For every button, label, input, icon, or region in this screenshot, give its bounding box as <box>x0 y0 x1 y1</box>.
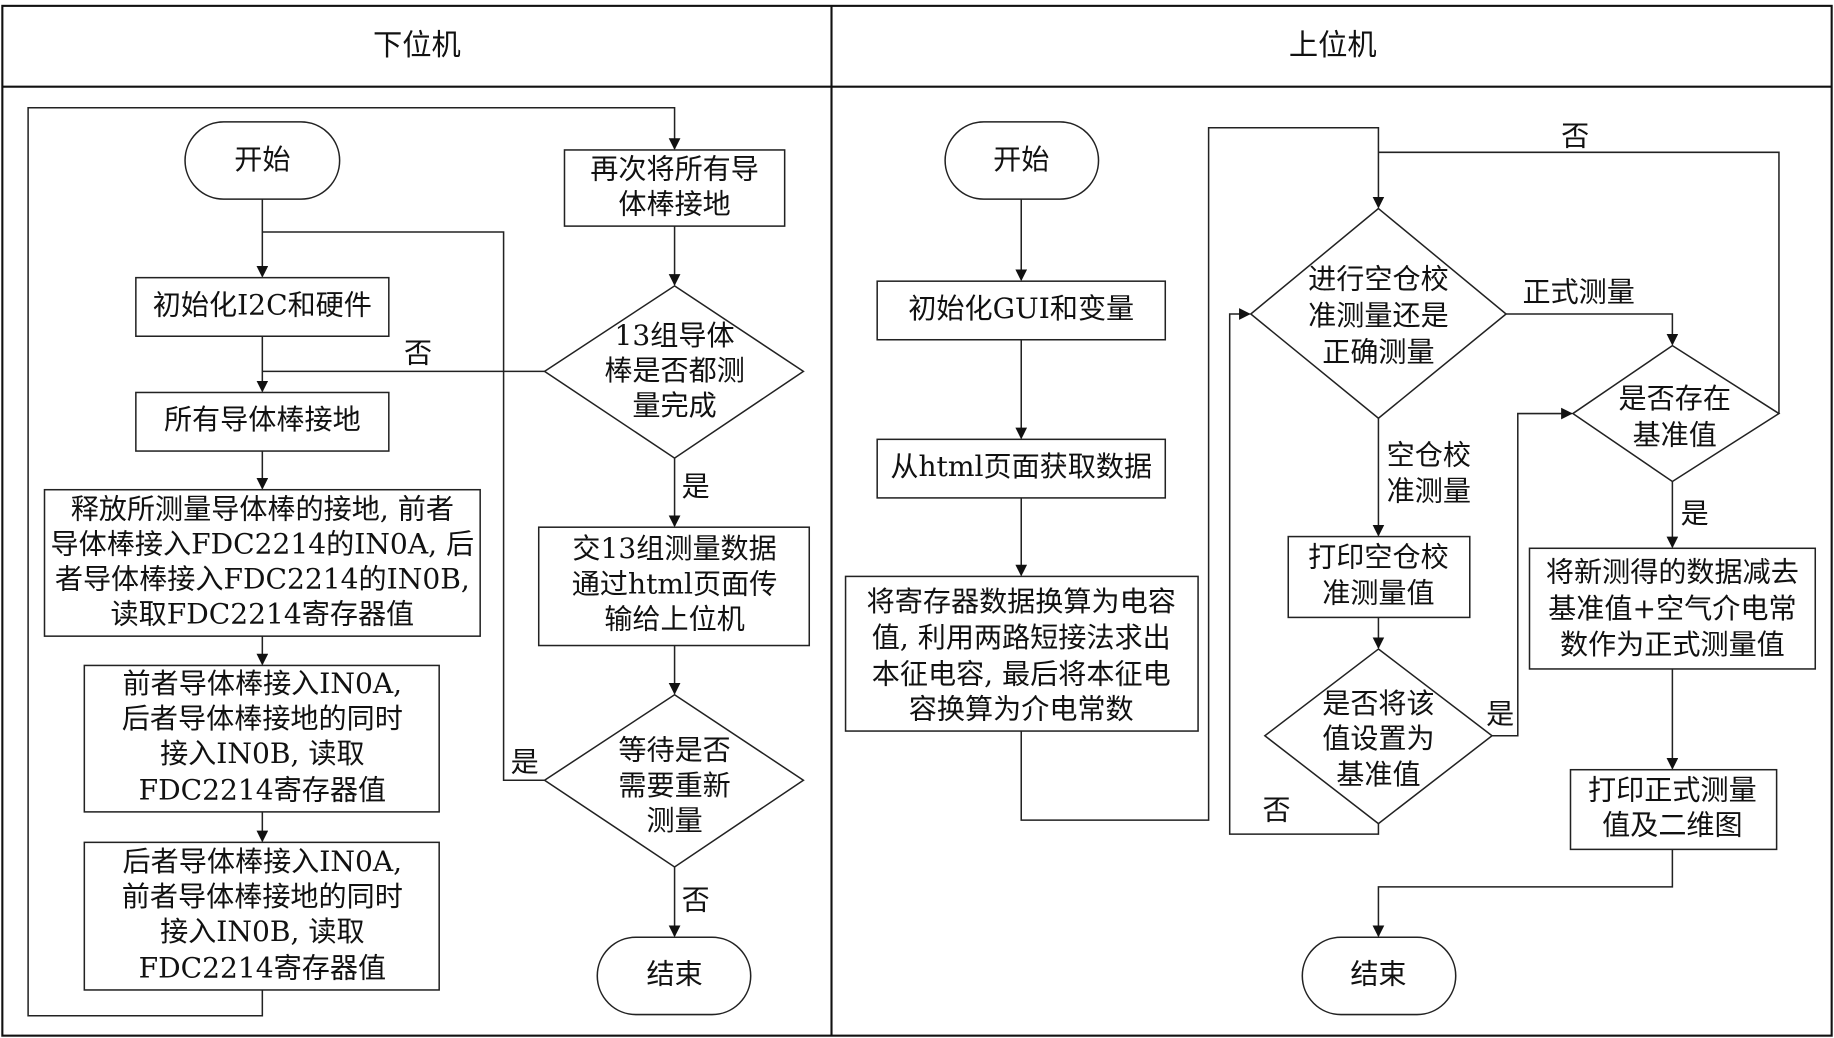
left-end-node <box>596 936 752 1016</box>
lane-header-lower: 下位机 <box>373 28 461 62</box>
label-empty-line: 准测量 <box>1387 475 1471 508</box>
text-line: 数作为正式测量值 <box>1560 628 1785 661</box>
right-init-box <box>876 280 1167 341</box>
text-line: 值, 利用两路短接法求出 <box>872 621 1171 654</box>
text-line: 前者导体棒接入IN0A, <box>123 667 403 700</box>
text-line: 读取FDC2214寄存器值 <box>110 598 414 631</box>
text-line: 是否将该 <box>1322 687 1434 720</box>
text-line: 正确测量 <box>1322 335 1434 368</box>
text-line: 导体棒接入FDC2214的IN0A, 后 <box>51 527 475 560</box>
text-line: 通过html页面传 <box>572 567 778 600</box>
right-end-node <box>1301 936 1457 1016</box>
right-print-formal-box <box>1569 768 1778 851</box>
text-line: 基准值 <box>1633 418 1717 451</box>
right-init-label: 初始化GUI和变量 <box>908 292 1134 325</box>
formal-connector <box>1506 313 1679 346</box>
label-yes: 是 <box>1681 497 1709 530</box>
outer-frame <box>1 4 1833 1037</box>
left-ground-label: 所有导体棒接地 <box>164 403 361 436</box>
label-formal: 正式测量 <box>1522 276 1634 309</box>
text-line: 容换算为介电常数 <box>909 693 1134 726</box>
left-init-label: 初始化I2C和硬件 <box>153 288 372 321</box>
left-reground-box <box>563 149 786 227</box>
text-line: 输给上位机 <box>604 602 745 635</box>
text-line: 接入IN0B, 读取 <box>160 915 365 948</box>
text-line: 等待是否 <box>618 734 730 767</box>
text-line: 释放所测量导体棒的接地, 前者 <box>71 492 454 525</box>
right-start-label: 开始 <box>993 143 1049 176</box>
label-empty-line: 空仓校 <box>1387 438 1471 471</box>
text-line: 值及二维图 <box>1602 809 1743 842</box>
text-line: 测量 <box>646 804 702 837</box>
text-line: 准测量值 <box>1322 577 1434 610</box>
right-print-empty-box <box>1287 535 1471 619</box>
label-no: 否 <box>682 884 710 917</box>
label-yes: 是 <box>1486 697 1514 730</box>
right-compute-box <box>1528 547 1817 670</box>
text-line: 13组导体 <box>615 319 735 352</box>
text-line: 后者导体棒接入IN0A, <box>123 845 403 878</box>
yes-connector <box>1492 407 1573 737</box>
left-release-box <box>43 488 481 637</box>
text-line: 需要重新 <box>618 769 730 802</box>
label-yes: 是 <box>511 745 539 778</box>
label-no: 否 <box>1561 120 1589 153</box>
left-init-box <box>135 276 390 337</box>
text-line: 接入IN0B, 读取 <box>160 737 365 770</box>
left-ground-box <box>135 391 390 452</box>
right-lane: 开始 初始化GUI和变量 从html页面获取数据 将寄存器数据换算为电容 值, … <box>844 120 1817 1016</box>
connector <box>1020 126 1385 821</box>
text-line: 再次将所有导 <box>590 153 759 186</box>
left-step3-box <box>83 841 440 991</box>
label-no: 否 <box>1262 793 1290 826</box>
label-yes: 是 <box>682 470 710 503</box>
left-send-box <box>537 526 811 647</box>
text-line: 准测量还是 <box>1308 299 1449 332</box>
text-line: 将新测得的数据减去 <box>1546 556 1799 589</box>
text-line: 打印正式测量 <box>1588 773 1757 806</box>
text-line: 基准值 <box>1336 758 1420 791</box>
text-line: 将寄存器数据换算为电容 <box>867 585 1176 618</box>
no-connector <box>1378 151 1780 414</box>
right-fetch-box <box>876 438 1167 499</box>
connector <box>1372 849 1674 938</box>
text-line: 前者导体棒接地的同时 <box>122 880 403 913</box>
text-line: 棒是否都测 <box>604 354 745 387</box>
text-line: FDC2214寄存器值 <box>139 952 386 985</box>
text-line: 打印空仓校 <box>1308 540 1449 573</box>
text-line: 值设置为 <box>1322 722 1434 755</box>
text-line: 进行空仓校 <box>1308 263 1449 296</box>
left-lane: 开始 初始化I2C和硬件 所有导体棒接地 释放所测量导体棒的接地, 前者 导体棒… <box>27 107 811 1017</box>
text-line: 交13组测量数据 <box>572 532 776 565</box>
text-line: FDC2214寄存器值 <box>139 773 386 806</box>
loop-connector <box>27 107 681 1017</box>
no-connector <box>1228 308 1380 835</box>
text-line: 量完成 <box>632 389 716 422</box>
left-end-label: 结束 <box>646 957 702 990</box>
text-line: 是否存在 <box>1619 382 1731 415</box>
text-line: 后者导体棒接地的同时 <box>122 702 403 735</box>
yes-connector <box>262 231 545 782</box>
left-step2-box <box>83 664 440 813</box>
left-start-label: 开始 <box>234 143 290 176</box>
text-line: 者导体棒接入FDC2214的IN0B, <box>55 563 470 596</box>
right-fetch-label: 从html页面获取数据 <box>890 450 1152 483</box>
text-line: 体棒接地 <box>618 188 730 221</box>
text-line: 基准值+空气介电常 <box>1548 592 1796 625</box>
text-line: 本征电容, 最后将本征电 <box>872 657 1171 690</box>
label-no: 否 <box>404 336 432 369</box>
lane-header-upper: 上位机 <box>1289 28 1377 62</box>
right-end-label: 结束 <box>1350 957 1406 990</box>
